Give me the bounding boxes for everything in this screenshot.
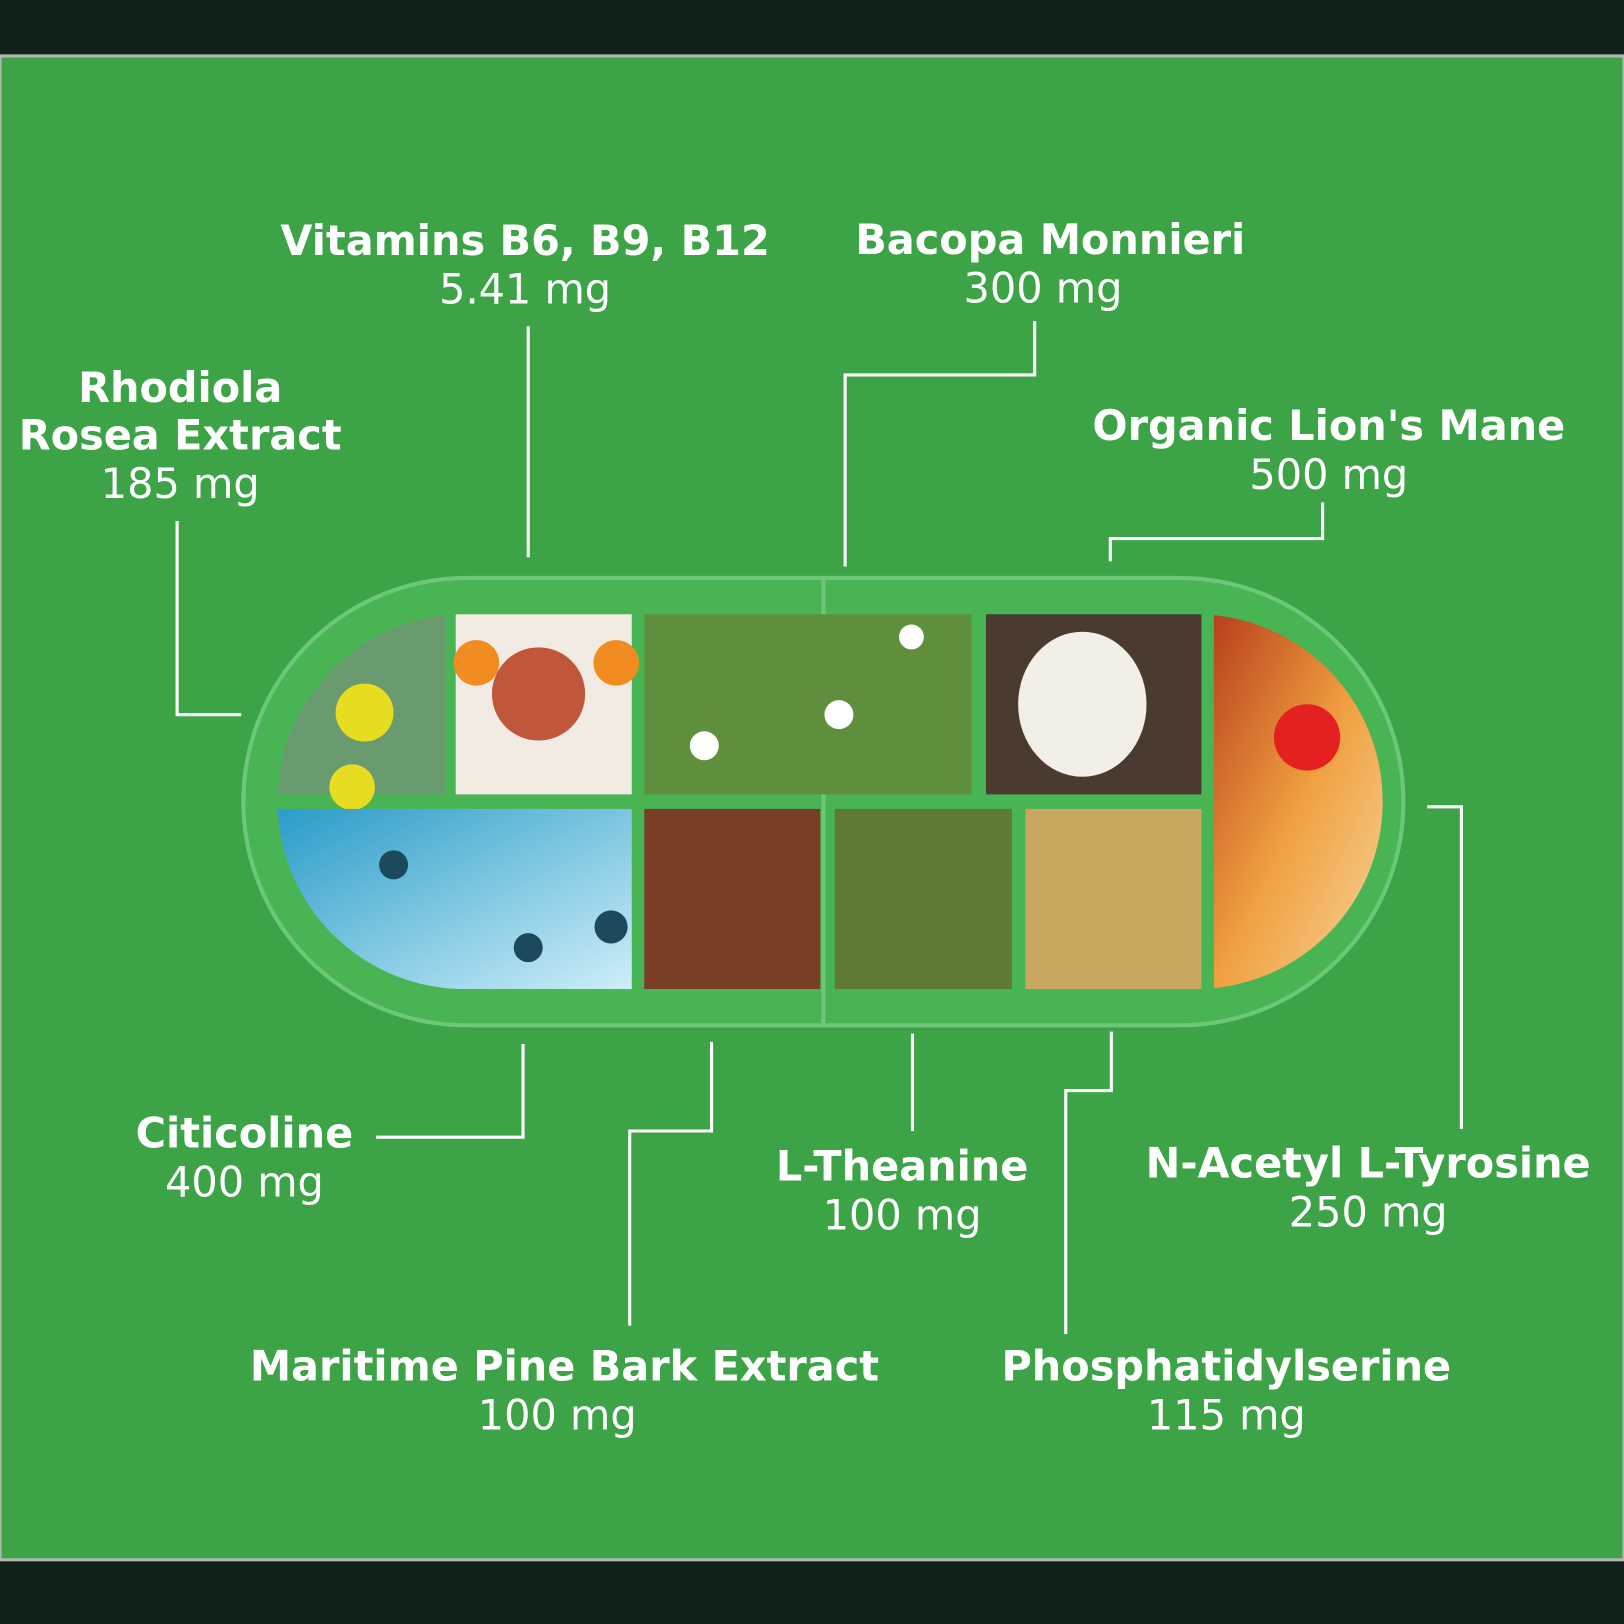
ingredient-dose: 100 mg xyxy=(823,1191,982,1239)
label-lions-mane: Organic Lion's Mane 500 mg xyxy=(1092,402,1565,499)
ingredient-name: Phosphatidylserine xyxy=(1001,1343,1451,1391)
ingredient-dose: 300 mg xyxy=(964,264,1123,312)
ingredient-name: Vitamins B6, B9, B12 xyxy=(280,217,769,265)
ingredient-dose: 100 mg xyxy=(478,1391,637,1439)
ingredient-name: L-Theanine xyxy=(776,1143,1028,1191)
capsule xyxy=(241,575,1406,1028)
label-bacopa: Bacopa Monnieri 300 mg xyxy=(855,216,1245,313)
ingredient-dose: 250 mg xyxy=(1289,1188,1448,1236)
label-phosphatidylserine: Phosphatidylserine 115 mg xyxy=(1001,1343,1451,1440)
label-rhodiola: Rhodiola Rosea Extract 185 mg xyxy=(19,364,342,508)
phosphatidylserine-image xyxy=(1025,808,1202,990)
label-vitamins: Vitamins B6, B9, B12 5.41 mg xyxy=(280,217,769,314)
label-citicoline: Citicoline 400 mg xyxy=(136,1110,354,1207)
ingredient-name: Rosea Extract xyxy=(19,412,342,460)
ingredient-dose: 5.41 mg xyxy=(439,265,611,313)
theanine-image xyxy=(834,808,1012,990)
label-tyrosine: N-Acetyl L-Tyrosine 250 mg xyxy=(1146,1140,1591,1237)
ingredient-dose: 500 mg xyxy=(1249,451,1408,499)
label-pine-bark: Maritime Pine Bark Extract 100 mg xyxy=(250,1343,879,1440)
ingredient-name: Bacopa Monnieri xyxy=(855,216,1245,264)
ingredient-dose: 115 mg xyxy=(1147,1391,1306,1439)
label-theanine: L-Theanine 100 mg xyxy=(776,1143,1028,1240)
ingredient-dose: 400 mg xyxy=(165,1158,324,1206)
pine-bark-image xyxy=(644,808,821,990)
ingredient-name: Citicoline xyxy=(136,1110,354,1158)
ingredient-name: N-Acetyl L-Tyrosine xyxy=(1146,1140,1591,1188)
ingredient-dose: 185 mg xyxy=(101,460,260,508)
ingredient-name: Rhodiola xyxy=(78,364,282,412)
ingredient-name: Organic Lion's Mane xyxy=(1092,402,1565,450)
ingredient-name: Maritime Pine Bark Extract xyxy=(250,1343,879,1391)
callout-lines xyxy=(175,321,1463,1335)
